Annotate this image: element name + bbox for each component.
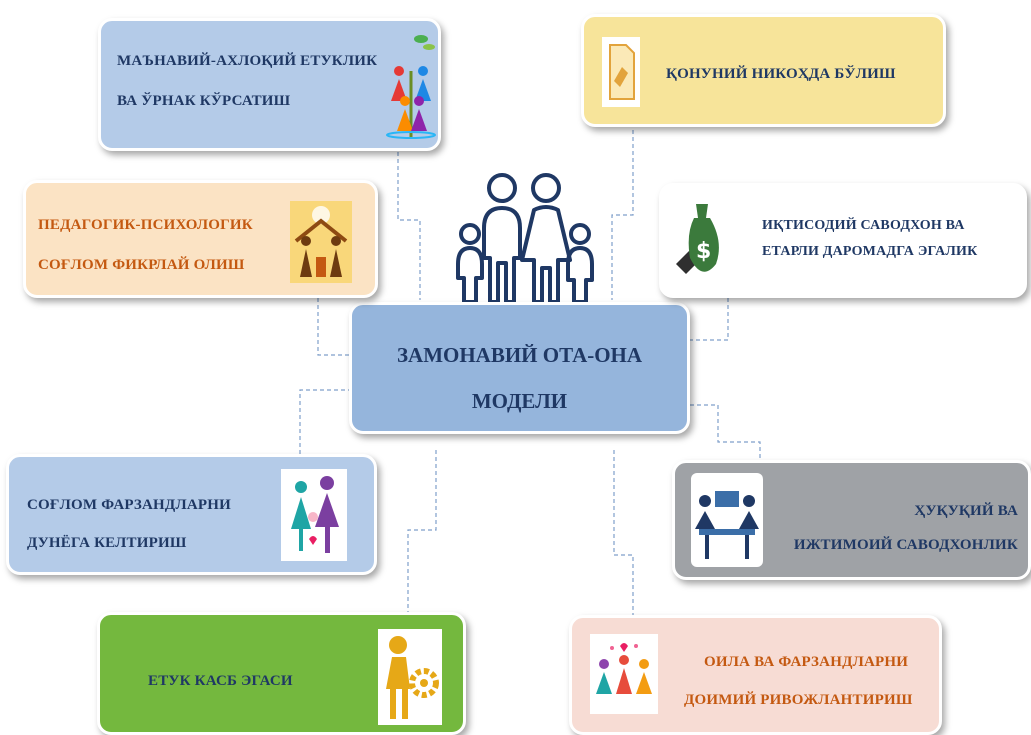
node-development-line1: ОИЛА ВА ФАРЗАНДЛАРНИ: [704, 654, 909, 670]
node-economic: $ ИҚТИСОДИЙ САВОДХОН ВА ЕТАРЛИ ДАРОМАДГА…: [659, 183, 1027, 298]
node-healthy-children-line2: ДУНЁГА КЕЛТИРИШ: [27, 535, 187, 551]
node-pedagogical-line2: СОҒЛОМ ФИКРЛАЙ ОЛИШ: [38, 257, 245, 273]
node-moral-line2: ВА ЎРНАК КЎРСАТИШ: [117, 93, 291, 109]
connector-healthy-children: [299, 389, 380, 455]
node-development: ОИЛА ВА ФАРЗАНДЛАРНИ ДОИМИЙ РИВОЖЛАНТИРИ…: [569, 615, 942, 735]
worker-gear-icon: [378, 629, 442, 725]
family-hearts-icon: [590, 634, 658, 714]
document-icon: [602, 37, 640, 107]
center-title-line1: ЗАМОНАВИЙ ОТА-ОНА: [396, 343, 643, 367]
node-moral-line1: МАЪНАВИЙ-АХЛОҚИЙ ЕТУКЛИК: [117, 53, 378, 69]
connector-legal-marriage: [611, 130, 634, 300]
node-legal-marriage-line1: ҚОНУНИЙ НИКОҲДА БЎЛИШ: [666, 66, 896, 82]
connector-moral: [397, 145, 421, 300]
node-legal-social-line2: ИЖТИМОИЙ САВОДХОНЛИК: [793, 537, 1018, 553]
node-pedagogical-line1: ПЕДАГОГИК-ПСИХОЛОГИК: [38, 217, 253, 233]
money-bag-icon: $: [676, 204, 719, 274]
family-icon-center: [456, 173, 594, 304]
node-economic-line2: ЕТАРЛИ ДАРОМАДГА ЭГАЛИК: [762, 244, 978, 259]
node-legal-social-line1: ҲУҚУҚИЙ ВА: [914, 503, 1018, 519]
people-tree-icon: [386, 35, 436, 139]
node-profession-line1: ЕТУК КАСБ ЭГАСИ: [148, 673, 293, 689]
node-pedagogical: ПЕДАГОГИК-ПСИХОЛОГИК СОҒЛОМ ФИКРЛАЙ ОЛИШ: [23, 180, 378, 298]
connector-legal-social: [690, 404, 761, 460]
node-economic-line1: ИҚТИСОДИЙ САВОДХОН ВА: [762, 218, 965, 233]
svg-text:$: $: [696, 239, 711, 264]
node-development-line2: ДОИМИЙ РИВОЖЛАНТИРИШ: [684, 692, 913, 708]
connector-pedagogical: [317, 298, 350, 356]
node-healthy-children: СОҒЛОМ ФАРЗАНДЛАРНИ ДУНЁГА КЕЛТИРИШ: [6, 454, 377, 575]
connector-development: [613, 450, 634, 620]
node-legal-marriage: ҚОНУНИЙ НИКОҲДА БЎЛИШ: [581, 14, 946, 127]
center-title-line2: МОДЕЛИ: [471, 389, 568, 413]
family-icon: [281, 469, 347, 561]
connector-profession: [407, 450, 437, 618]
family-house-icon: [290, 201, 352, 283]
connector-economic: [688, 298, 729, 341]
node-moral: МАЪНАВИЙ-АХЛОҚИЙ ЕТУКЛИК ВА ЎРНАК КЎРСАТ…: [98, 18, 441, 151]
node-legal-social: ҲУҚУҚИЙ ВА ИЖТИМОИЙ САВОДХОНЛИК: [672, 460, 1031, 580]
node-healthy-children-line1: СОҒЛОМ ФАРЗАНДЛАРНИ: [27, 497, 231, 513]
node-profession: ЕТУК КАСБ ЭГАСИ: [97, 612, 466, 735]
center-node: ЗАМОНАВИЙ ОТА-ОНА МОДЕЛИ: [349, 302, 690, 434]
meeting-icon: [691, 473, 763, 567]
